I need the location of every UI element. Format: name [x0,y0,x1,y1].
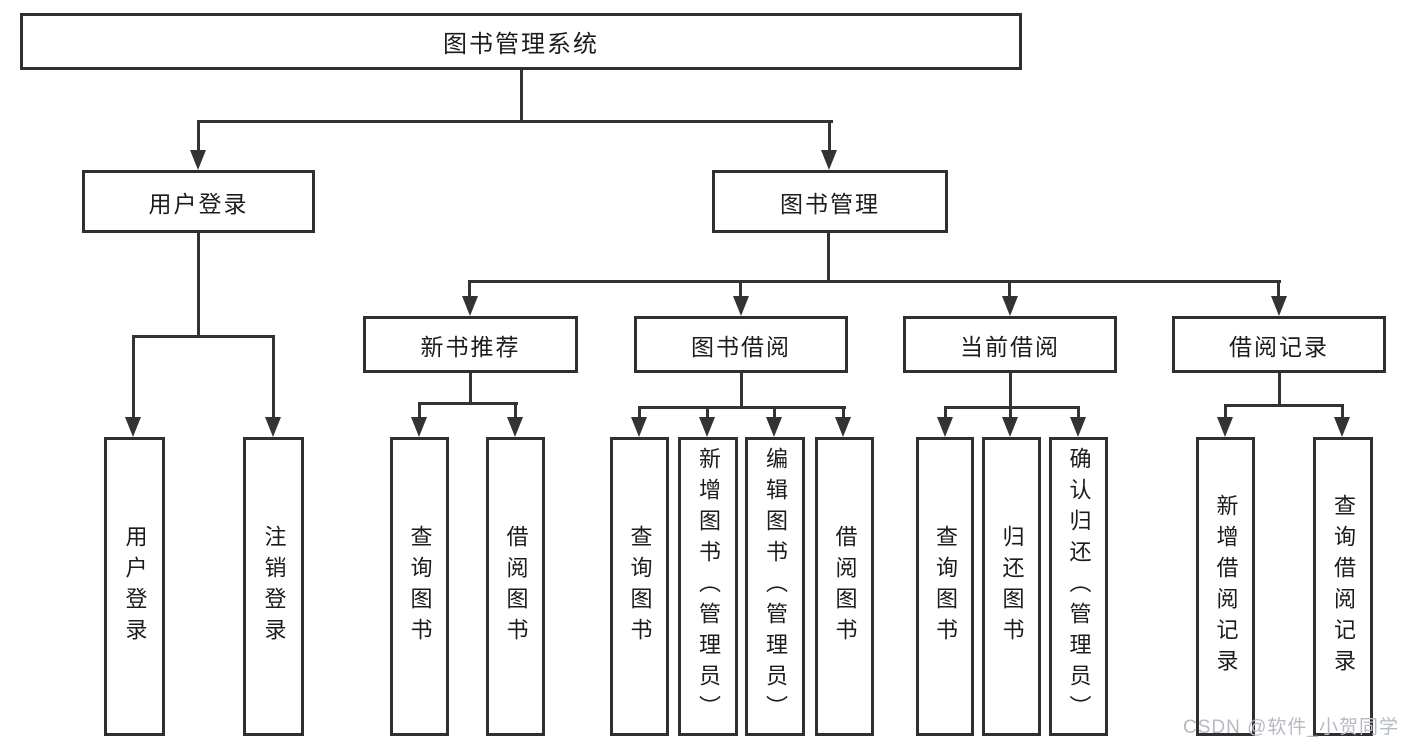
connector-line [828,120,831,150]
leaf-borrow-edit-books-admin: 编辑图书（管理员） [745,437,805,736]
connector-line [1224,404,1344,407]
connector-line [1277,280,1280,298]
arrow-down-icon [631,417,647,437]
leaf-label: 编辑图书（管理员） [763,447,788,726]
arrow-down-icon [190,150,206,170]
connector-line [773,406,776,419]
connector-line [706,406,709,419]
connector-line [418,402,421,418]
arrow-down-icon [1070,417,1086,437]
node-user-login: 用户登录 [82,170,315,233]
connector-line [514,402,517,418]
leaf-user-login: 用户登录 [104,437,165,736]
arrow-down-icon [766,417,782,437]
leaf-newbook-query-books: 查询图书 [390,437,449,736]
connector-line [944,406,1080,409]
connector-line [132,335,135,417]
leaf-label: 注销登录 [261,524,287,649]
connector-line [197,120,833,123]
connector-line [739,280,742,298]
leaf-label: 新增借阅记录 [1213,493,1239,680]
connector-line [740,372,743,408]
leaf-label: 查询图书 [407,524,433,649]
arrow-down-icon [937,417,953,437]
connector-line [272,335,275,417]
connector-line [468,280,471,298]
connector-line [638,406,641,419]
connector-line [197,232,200,336]
leaf-label: 借阅图书 [503,524,529,649]
leaf-borrow-borrow-books: 借阅图书 [815,437,874,736]
arrow-down-icon [507,417,523,437]
arrow-down-icon [699,417,715,437]
connector-line [842,406,845,419]
leaf-label: 查询图书 [627,524,653,649]
connector-line [1009,406,1012,419]
leaf-current-return-books: 归还图书 [982,437,1041,736]
leaf-label: 借阅图书 [832,524,858,649]
node-current-borrow: 当前借阅 [903,316,1117,373]
connector-line [469,372,472,404]
connector-line [197,120,200,150]
arrow-down-icon [1002,417,1018,437]
connector-line [418,402,518,405]
node-book-management: 图书管理 [712,170,948,233]
leaf-records-add-record: 新增借阅记录 [1196,437,1255,736]
arrow-down-icon [265,417,281,437]
leaf-borrow-query-books: 查询图书 [610,437,669,736]
connector-line [944,406,947,419]
arrow-down-icon [411,417,427,437]
leaf-borrow-add-books-admin: 新增图书（管理员） [678,437,738,736]
node-new-book-recommend: 新书推荐 [363,316,578,373]
connector-line [1077,406,1080,419]
arrow-down-icon [821,150,837,170]
leaf-label: 查询借阅记录 [1331,493,1356,680]
csdn-watermark: CSDN @软件_小贺同学 [1183,717,1399,738]
leaf-logout: 注销登录 [243,437,304,736]
leaf-newbook-borrow-books: 借阅图书 [486,437,545,736]
arrow-down-icon [835,417,851,437]
connector-line [1224,404,1227,419]
arrow-down-icon [1334,417,1350,437]
arrow-down-icon [462,296,478,316]
node-book-borrow: 图书借阅 [634,316,848,373]
connector-line [1278,372,1281,406]
leaf-records-query-record: 查询借阅记录 [1313,437,1373,736]
connector-line [1008,280,1011,298]
arrow-down-icon [1271,296,1287,316]
node-root: 图书管理系统 [20,13,1022,70]
connector-line [638,406,846,409]
leaf-label: 确认归还（管理员） [1066,447,1092,726]
node-borrow-records: 借阅记录 [1172,316,1386,373]
connector-line [132,335,275,338]
leaf-label: 用户登录 [122,524,148,649]
arrow-down-icon [1002,296,1018,316]
connector-line [1341,404,1344,419]
leaf-label: 新增图书（管理员） [696,447,721,726]
leaf-label: 归还图书 [999,524,1025,649]
connector-line [1009,372,1012,408]
leaf-current-query-books: 查询图书 [916,437,974,736]
arrow-down-icon [733,296,749,316]
arrow-down-icon [125,417,141,437]
leaf-label: 查询图书 [933,524,958,649]
arrow-down-icon [1217,417,1233,437]
connector-line [468,280,1281,283]
leaf-current-confirm-return-admin: 确认归还（管理员） [1049,437,1108,736]
connector-line [827,232,830,282]
connector-line [520,69,523,120]
